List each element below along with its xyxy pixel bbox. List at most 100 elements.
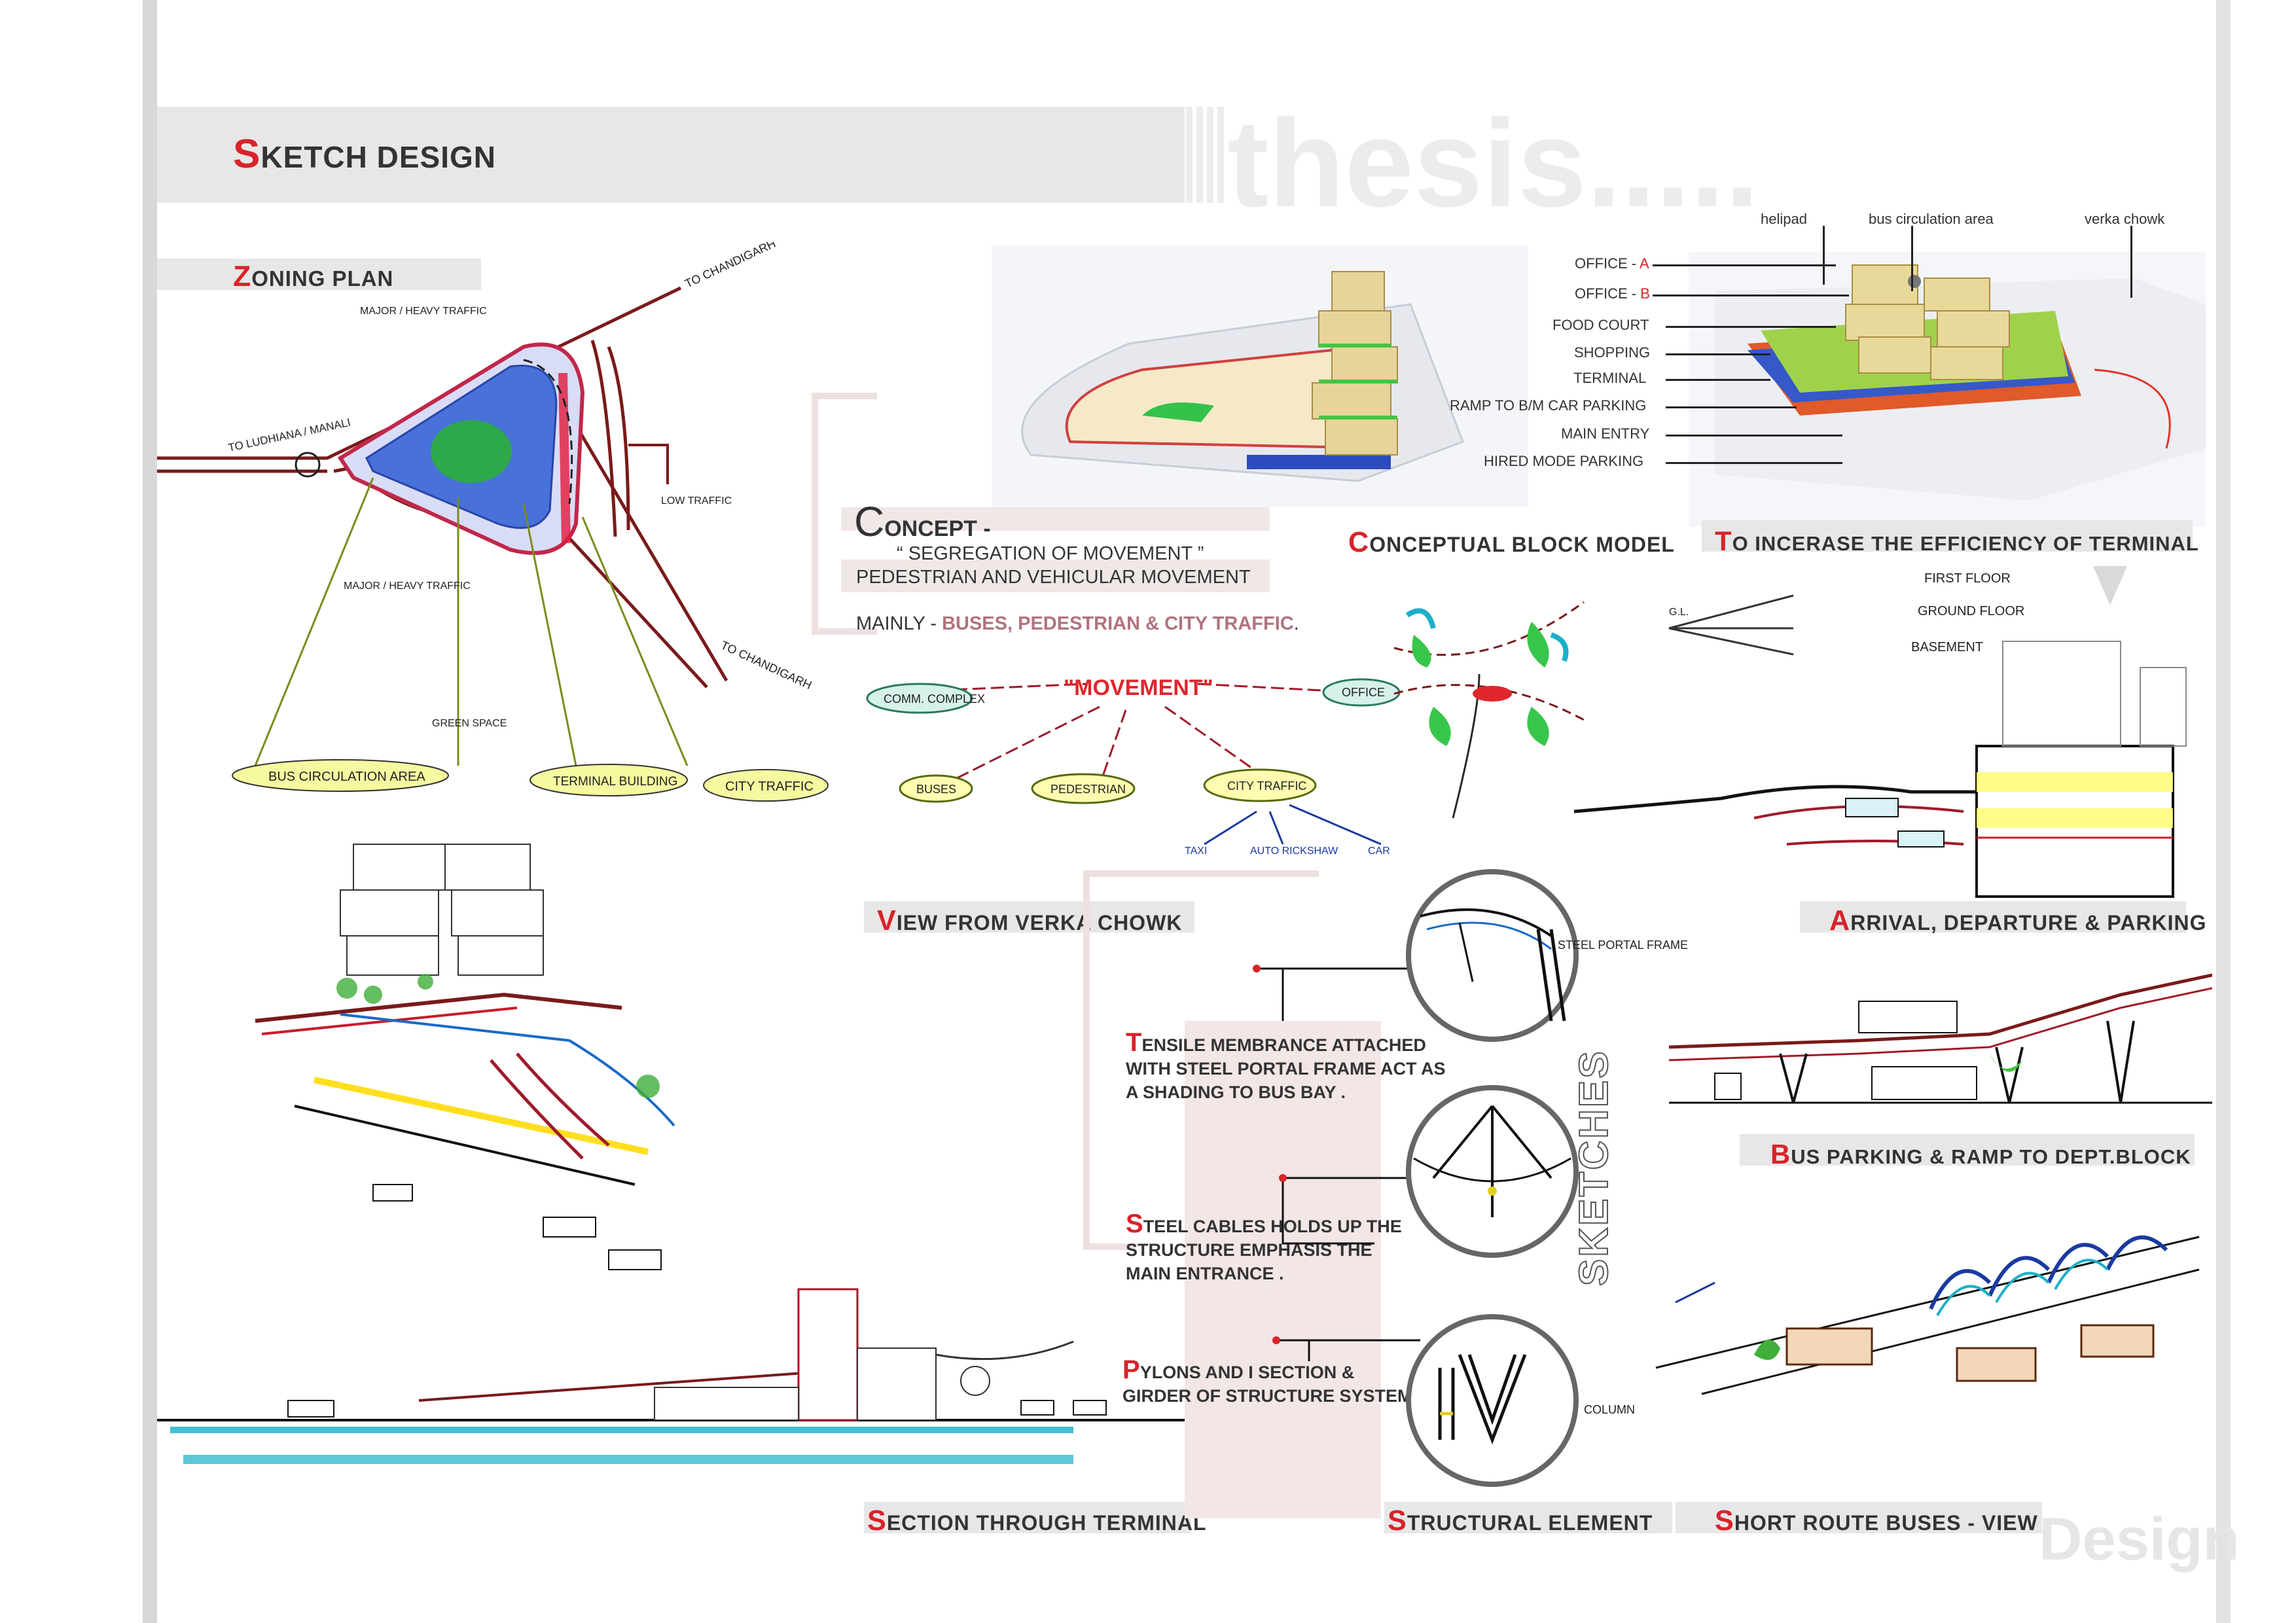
legend-ramp: RAMP TO B/M CAR PARKING <box>1450 397 1647 414</box>
legend-terminal: TERMINAL <box>1573 370 1647 386</box>
legend-hired-mode-parking: HIRED MODE PARKING <box>1484 453 1644 469</box>
auto-rickshaw-label: AUTO RICKSHAW <box>1250 846 1338 857</box>
structural-note-3-initial: P <box>1122 1355 1140 1384</box>
short-route-initial: S <box>1715 1505 1734 1537</box>
terminal-building-label: TERMINAL BUILDING <box>553 775 677 789</box>
junction-sketch <box>1393 601 1585 819</box>
structural-note-2-line-3: MAIN ENTRANCE . <box>1126 1264 1284 1283</box>
structural-note-1-line-1: ENSILE MEMBRANCE ATTACHED <box>1141 1035 1426 1055</box>
major-heavy-traffic-left-label: MAJOR / HEAVY TRAFFIC <box>344 580 471 592</box>
structural-note-3: PYLONS AND I SECTION & GIRDER OF STRUCTU… <box>1122 1355 1412 1408</box>
major-heavy-traffic-top-label: MAJOR / HEAVY TRAFFIC <box>360 306 487 317</box>
verka-rest: IEW FROM VERKA CHOWK <box>896 911 1183 935</box>
legend-bus-area-line <box>1911 226 1913 291</box>
structural-initial: S <box>1388 1505 1407 1537</box>
verka-chowk-view-sketch <box>255 844 675 1270</box>
legend-shopping: SHOPPING <box>1574 344 1651 361</box>
structural-note-2-line-1: TEEL CABLES HOLDS UP THE <box>1143 1217 1402 1236</box>
car-label: CAR <box>1368 846 1390 857</box>
buses-label: BUSES <box>916 783 956 796</box>
verka-heading: VIEW FROM VERKA CHOWK <box>877 905 1182 937</box>
structural-note-3-line-2: GIRDER OF STRUCTURE SYSTEM <box>1122 1386 1412 1406</box>
arrival-initial: A <box>1829 905 1851 936</box>
bus-parking-heading: BUS PARKING & RAMP TO DEPT.BLOCK <box>1770 1139 2191 1170</box>
first-floor-label: FIRST FLOOR <box>1924 571 2011 586</box>
section-heading: SECTION THROUGH TERMINAL <box>867 1505 1207 1537</box>
legend-office-b-prefix: OFFICE - <box>1575 285 1641 302</box>
conceptual-block-initial: C <box>1348 527 1370 558</box>
concept-mainly-highlight: BUSES, PEDESTRIAN & CITY TRAFFIC <box>942 613 1294 634</box>
concept-mainly-label: MAINLY - <box>856 613 942 634</box>
page-title-initial: S <box>233 132 261 177</box>
taxi-label: TAXI <box>1185 846 1207 857</box>
basement-label: BASEMENT <box>1911 640 1983 654</box>
legend-verka-chowk: verka chowk <box>2085 211 2165 227</box>
conceptual-block-model-image <box>992 245 1528 507</box>
efficiency-rest: O INCERASE THE EFFICIENCY OF TERMINAL <box>1732 532 2199 555</box>
city-traffic-oval-label: CITY TRAFFIC <box>725 779 814 794</box>
block-model-labeled-image <box>1689 252 2206 527</box>
legend-verka-line <box>2130 226 2132 298</box>
structural-heading: STRUCTURAL ELEMENT <box>1388 1505 1653 1537</box>
concept-line-2: PEDESTRIAN AND VEHICULAR MOVEMENT <box>856 567 1251 588</box>
verka-label-band <box>864 901 1194 933</box>
header-band-stripes <box>1186 107 1225 203</box>
city-traffic-label: CITY TRAFFIC <box>1227 779 1306 793</box>
concept-line-1: “ SEGREGATION OF MOVEMENT ” <box>897 543 1204 564</box>
movement-diagram: COMM. COMPLEX OFFICE "MOVEMENT" BUSES PE… <box>866 675 1401 857</box>
movement-label: "MOVEMENT" <box>1064 675 1213 700</box>
office-label: OFFICE <box>1342 686 1385 699</box>
green-space-label: GREEN SPACE <box>432 718 507 729</box>
bus-parking-label-band <box>1740 1134 2195 1166</box>
efficiency-initial: T <box>1715 526 1732 556</box>
legend-office-b: OFFICE - B <box>1575 285 1650 302</box>
short-route-buses-sketch <box>1655 1235 2200 1395</box>
structural-note-1-line-2: WITH STEEL PORTAL FRAME ACT AS <box>1126 1059 1446 1079</box>
thesis-watermark: thesis..... <box>1227 94 1760 233</box>
efficiency-label-band <box>1702 520 2193 552</box>
comm-complex-label: COMM. COMPLEX <box>884 692 985 705</box>
conceptual-block-rest: ONCEPTUAL BLOCK MODEL <box>1369 533 1675 556</box>
gl-label: G.L. <box>1669 607 1689 618</box>
structural-label-band <box>1384 1502 1672 1533</box>
concept-initial: C <box>854 498 885 545</box>
legend-lines <box>1653 264 1849 464</box>
structural-detail-circles: STEEL PORTAL FRAME COLUMN <box>1253 869 1688 1487</box>
structural-panel-shade <box>1185 1021 1381 1518</box>
concept-mainly: MAINLY - BUSES, PEDESTRIAN & CITY TRAFFI… <box>856 612 1299 635</box>
concept-rest: ONCEPT - <box>884 516 991 541</box>
to-chandigarh-top-label: TO CHANDIGARH <box>683 242 778 291</box>
legend-helipad: helipad <box>1761 211 1807 227</box>
to-chandigarh-right-label: TO CHANDIGARH <box>719 638 814 692</box>
short-route-label-band <box>1676 1502 2042 1533</box>
structural-note-2: STEEL CABLES HOLDS UP THE STRUCTURE EMPH… <box>1126 1211 1402 1285</box>
right-frame-bar <box>2216 0 2231 1623</box>
zoning-rest: ONING PLAN <box>251 266 394 291</box>
section-rest: ECTION THROUGH TERMINAL <box>886 1511 1207 1535</box>
arrival-rest: RRIVAL, DEPARTURE & PARKING <box>1850 911 2207 935</box>
concept-period: . <box>1293 613 1299 634</box>
ground-floor-label: GROUND FLOOR <box>1918 604 2024 618</box>
column-label: COLUMN <box>1584 1403 1635 1416</box>
short-route-heading: SHORT ROUTE BUSES - VIEW <box>1715 1505 2038 1537</box>
section-initial: S <box>867 1505 887 1537</box>
legend-office-a: OFFICE - A <box>1575 255 1649 272</box>
conceptual-block-model-heading: CONCEPTUAL BLOCK MODEL <box>1348 527 1675 559</box>
legend-office-a-letter: A <box>1640 255 1649 272</box>
low-traffic-label: LOW TRAFFIC <box>661 495 732 507</box>
arrival-heading: ARRIVAL, DEPARTURE & PARKING <box>1829 905 2207 937</box>
structural-note-1-initial: T <box>1126 1028 1142 1057</box>
page-title: SKETCH DESIGN <box>233 131 496 177</box>
header-band <box>157 107 1185 203</box>
design-watermark: Design <box>2039 1506 2240 1573</box>
zoning-label-band <box>157 259 481 290</box>
legend-food-court: FOOD COURT <box>1552 317 1649 333</box>
zoning-plan-sketch: BUS CIRCULATION AREA TERMINAL BUILDING C… <box>157 242 829 802</box>
short-route-rest: HORT ROUTE BUSES - VIEW <box>1734 1511 2038 1535</box>
bus-parking-rest: US PARKING & RAMP TO DEPT.BLOCK <box>1791 1145 2191 1168</box>
section-through-terminal-sketch <box>157 1288 1230 1464</box>
zoning-plan-heading: ZONING PLAN <box>233 260 393 293</box>
structural-note-1-line-3: A SHADING TO BUS BAY . <box>1126 1082 1346 1102</box>
bus-parking-sketch <box>1668 973 2212 1104</box>
concept-band-2 <box>841 560 1270 592</box>
